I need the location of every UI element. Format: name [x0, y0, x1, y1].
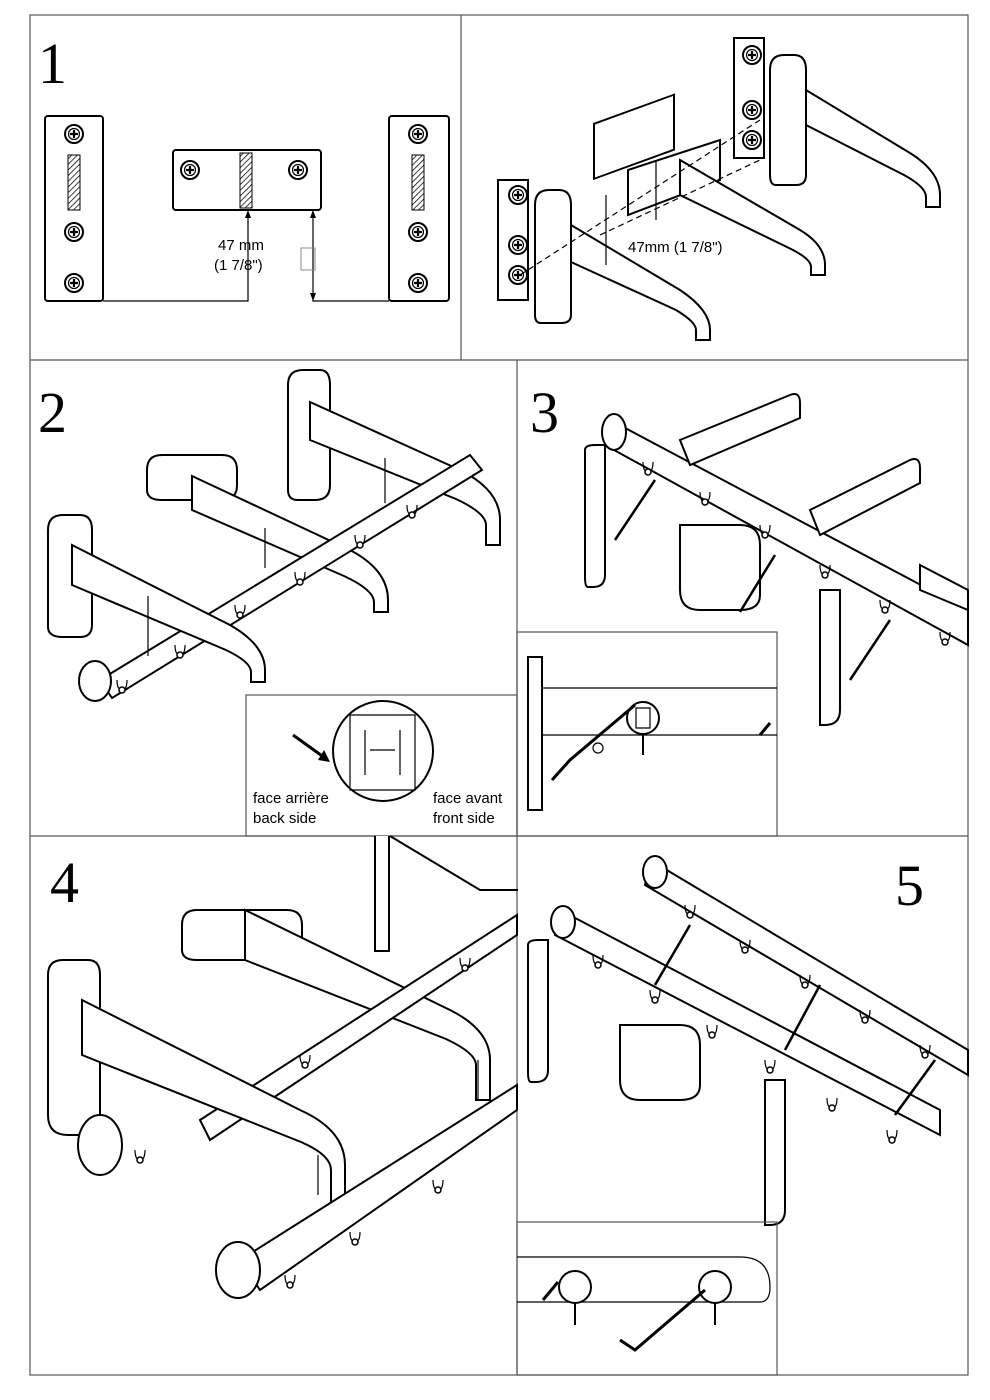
- back-side-fr-label: face arrière: [253, 790, 329, 807]
- step3-detail-inset: [516, 631, 778, 837]
- front-side-fr-label: face avant: [433, 790, 503, 807]
- step5-detail-inset: [516, 1221, 778, 1376]
- panel-frames: [29, 14, 969, 1376]
- step3-illustration: 3: [530, 380, 969, 726]
- step4-number: 4: [50, 850, 79, 915]
- back-side-en-label: back side: [253, 810, 316, 827]
- dimension-mm-label: 47 mm: [218, 237, 264, 254]
- step1-isometric: 47mm (1 7/8"): [497, 37, 941, 341]
- step2-illustration: 2: [38, 369, 501, 702]
- dimension-isometric-label: 47mm (1 7/8"): [628, 239, 723, 256]
- dimension-inch-label: (1 7/8"): [214, 257, 263, 274]
- step2-number: 2: [38, 380, 67, 445]
- front-side-en-label: front side: [433, 810, 495, 827]
- step1-number: 1: [38, 31, 67, 96]
- step5-number: 5: [895, 853, 924, 918]
- step3-number: 3: [530, 380, 559, 445]
- step5-illustration: 5: [527, 853, 969, 1226]
- step4-illustration: 4: [47, 835, 518, 1299]
- step1-plates: 1 47 mm (1 7/8"): [38, 31, 450, 302]
- step2-profile-inset: face arrière back side face avant front …: [245, 694, 518, 837]
